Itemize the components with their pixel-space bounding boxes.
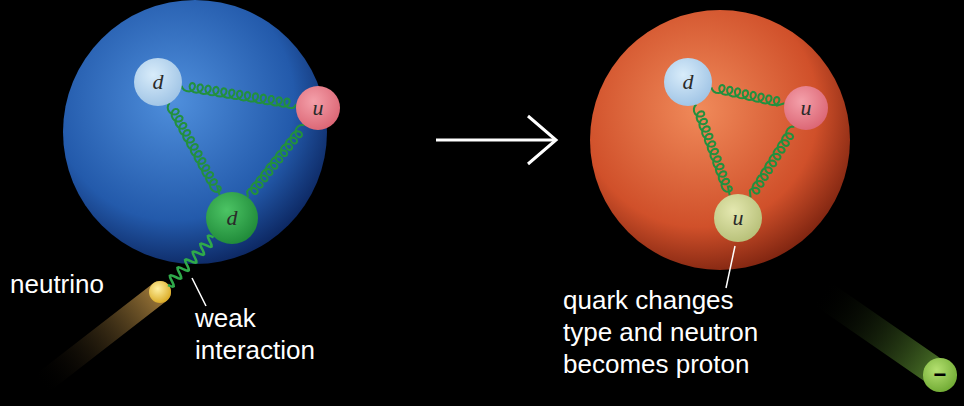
quark-letter: u <box>313 97 324 119</box>
reaction-arrow <box>436 139 555 142</box>
quark-letter: u <box>801 97 812 119</box>
annotation-label: neutrino <box>10 268 150 300</box>
annotation-label: weak interaction <box>195 302 335 366</box>
neutrino-trail <box>40 292 160 385</box>
gluon-spring <box>182 83 297 108</box>
quark-letter: d <box>153 71 164 93</box>
gluon-spring <box>750 127 795 198</box>
charge-sign: − <box>934 364 947 386</box>
electron-ball: − <box>923 358 956 391</box>
quark-circle: u <box>714 194 762 242</box>
quark-letter: d <box>227 207 238 229</box>
proton-sphere <box>590 10 850 270</box>
reaction-arrowhead <box>528 116 556 164</box>
weak-boson-wave <box>168 236 214 287</box>
neutron-sphere <box>63 0 327 264</box>
electron-trail <box>820 292 940 375</box>
quark-circle: d <box>134 58 182 106</box>
quark-circle: d <box>664 58 712 106</box>
quark-letter: u <box>733 207 744 229</box>
leader-line <box>726 246 735 288</box>
neutrino-ball <box>149 281 171 303</box>
quark-circle: d <box>206 192 258 244</box>
annotation-label: quark changes type and neutron becomes p… <box>563 284 768 380</box>
gluon-spring <box>168 103 221 195</box>
quark-circle: u <box>784 86 828 130</box>
gluon-spring <box>247 125 304 198</box>
leader-line <box>192 278 206 306</box>
gluon-spring <box>711 85 784 106</box>
quark-letter: d <box>683 71 694 93</box>
gluon-spring <box>694 105 732 196</box>
quark-circle: u <box>296 86 340 130</box>
